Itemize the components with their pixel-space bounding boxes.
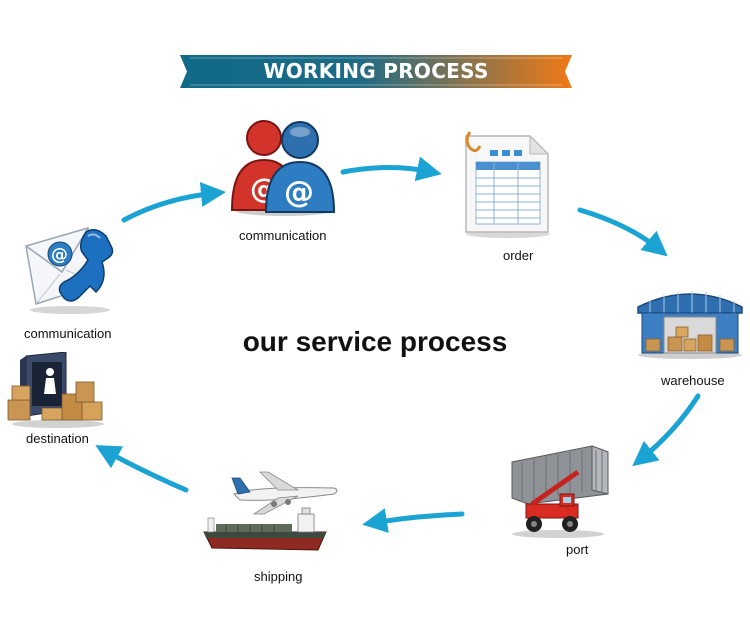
cargo-ship	[203, 507, 327, 551]
arrow-communication-to-communication	[121, 182, 226, 223]
step-label-shipping: shipping	[254, 569, 303, 584]
banner-background	[180, 55, 572, 88]
arrow-port-to-shipping	[362, 508, 465, 533]
svg-text:@: @	[51, 245, 68, 265]
step-destination	[6, 352, 106, 428]
ship-and-plane-icon	[203, 471, 338, 551]
arrow-communication-to-order	[340, 156, 442, 182]
phone-email-icon: @	[25, 227, 114, 314]
step-port	[508, 442, 614, 538]
step-communication-left: @	[22, 222, 114, 314]
truck-boxes-icon	[7, 352, 104, 428]
container-crane-icon	[511, 445, 609, 538]
people-email-icon: @ @	[230, 120, 336, 216]
step-label-destination: destination	[26, 431, 89, 446]
step-label-communication-top: communication	[239, 228, 327, 243]
arrow-shipping-to-destination	[95, 445, 189, 493]
svg-text:@: @	[284, 175, 314, 210]
step-order	[460, 128, 556, 240]
warehouse-icon	[637, 291, 743, 359]
step-label-port: port	[566, 542, 589, 557]
step-communication-top: @ @	[228, 118, 336, 218]
step-label-warehouse: warehouse	[661, 373, 725, 388]
step-label-order: order	[503, 248, 534, 263]
step-warehouse	[636, 285, 744, 359]
working-process-banner: WORKING PROCESS	[180, 55, 572, 88]
banner-title: WORKING PROCESS	[263, 59, 489, 83]
arrow-order-to-warehouse	[577, 207, 668, 257]
arrow-warehouse-to-port	[632, 393, 701, 467]
airplane	[231, 471, 338, 515]
center-title: our service process	[242, 326, 508, 357]
order-form-icon	[465, 131, 550, 238]
step-shipping	[194, 468, 340, 560]
step-label-communication-left: communication	[24, 326, 112, 341]
